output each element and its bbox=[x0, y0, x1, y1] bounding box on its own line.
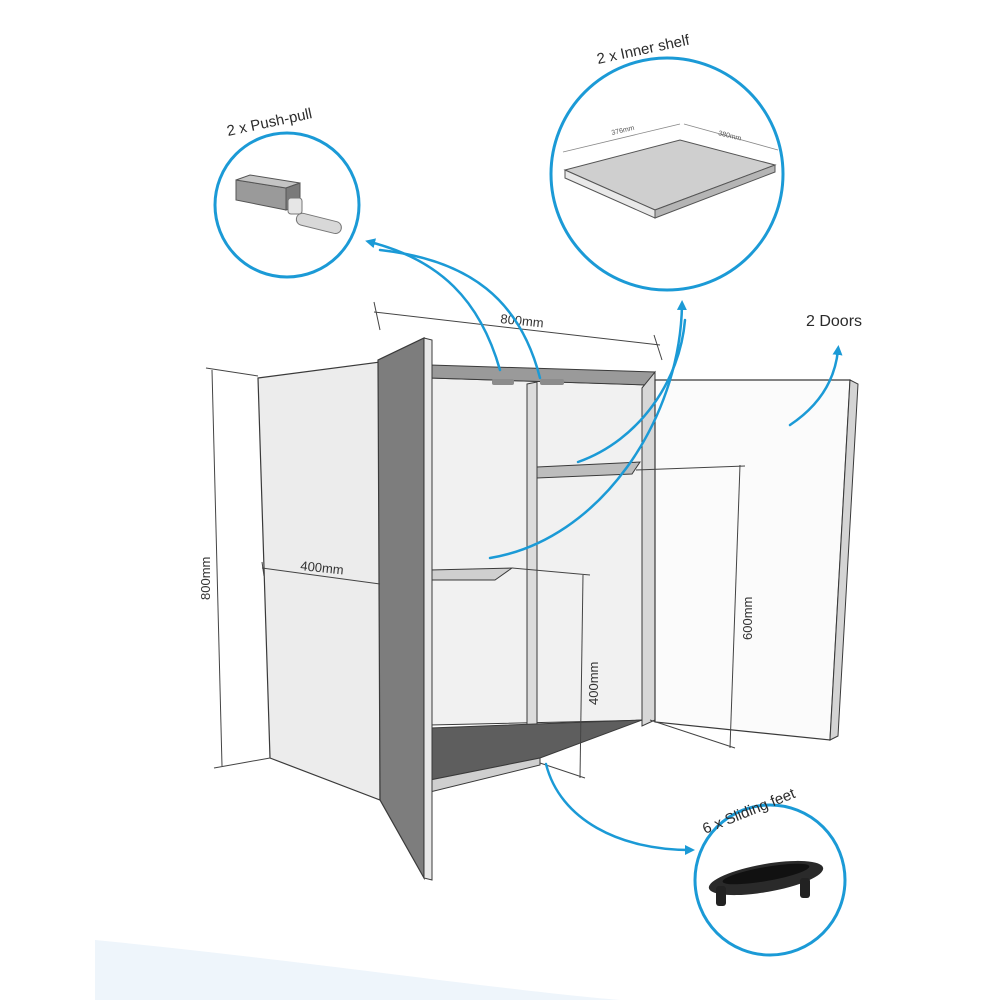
lower-height-dimension: 400mm bbox=[586, 662, 601, 705]
push-pull-rod bbox=[295, 212, 342, 234]
arrow-to-push-pull bbox=[365, 238, 502, 372]
callout-arrows bbox=[365, 238, 843, 855]
push-pull-callout bbox=[213, 131, 361, 279]
sliding-feet-callout bbox=[693, 803, 847, 957]
push-pull-right bbox=[540, 379, 564, 385]
right-door bbox=[654, 379, 851, 741]
push-pull-left bbox=[492, 379, 514, 385]
arrow-to-sliding-feet bbox=[544, 762, 695, 855]
cabinet bbox=[257, 337, 859, 881]
divider-panel bbox=[526, 381, 538, 753]
cabinet-floor bbox=[429, 719, 643, 781]
background-swoosh bbox=[95, 940, 620, 1000]
depth-dimension: 400mm bbox=[300, 558, 345, 577]
height-dimension: 800mm bbox=[198, 557, 213, 600]
left-door bbox=[377, 337, 425, 881]
dimension-lines bbox=[205, 301, 746, 779]
arrow-to-doors bbox=[788, 345, 843, 427]
inner-shelf-callout bbox=[549, 56, 785, 292]
door-height-dimension: 600mm bbox=[740, 597, 755, 640]
arrow-to-inner-shelf bbox=[488, 300, 687, 560]
back-wall bbox=[429, 377, 651, 726]
right-door-edge bbox=[829, 379, 859, 741]
doors-label: 2 Doors bbox=[806, 313, 862, 330]
left-door-edge bbox=[423, 337, 433, 881]
upper-shelf bbox=[536, 461, 641, 479]
left-side-panel bbox=[257, 361, 381, 801]
